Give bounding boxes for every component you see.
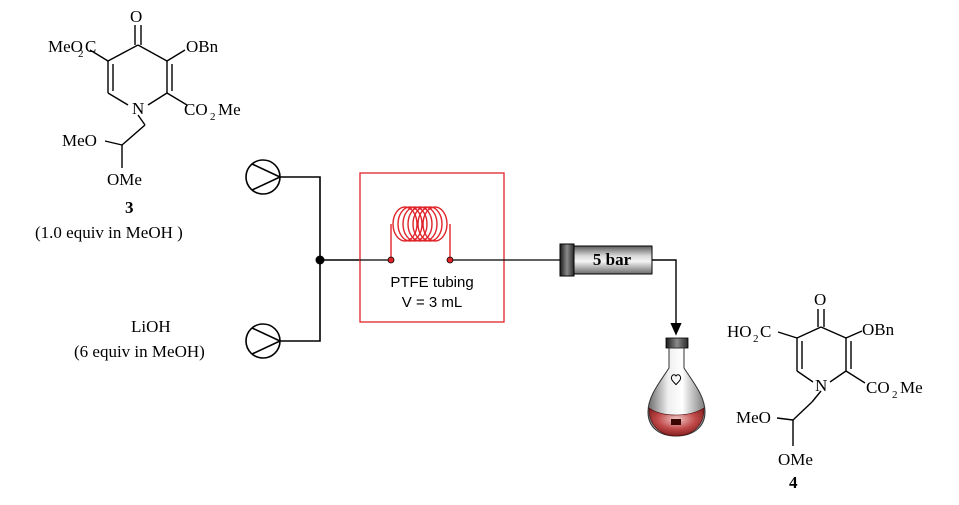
product-line-arrow — [652, 259, 682, 336]
bpr-label: 5 bar — [593, 250, 632, 269]
coil-inlet-dot — [387, 256, 395, 264]
coil-icon — [390, 206, 451, 258]
c3-nitrogen: N — [132, 99, 144, 118]
pump-1 — [245, 159, 282, 195]
compound-3-labels: O MeO 2 C OBn CO 2 Me N MeO OMe 3 (1.0 e… — [35, 7, 241, 242]
c3-right-ester-sub: 2 — [210, 111, 216, 123]
lioh-label: LiOH — [131, 317, 171, 336]
tubing-label: PTFE tubing — [390, 274, 473, 291]
compound-4-structure — [776, 309, 866, 446]
coil-outlet-dot — [446, 256, 454, 264]
c4-right-ester-sub: 2 — [892, 389, 898, 401]
t-mixer — [315, 255, 325, 265]
c3-obn: OBn — [186, 37, 219, 56]
reagent-labels: LiOH (6 equiv in MeOH) — [74, 317, 205, 361]
c3-ome: OMe — [107, 170, 142, 189]
c4-obn: OBn — [862, 320, 895, 339]
c3-right-ester-end: Me — [218, 100, 241, 119]
c4-left-acid: HO — [727, 322, 752, 341]
c4-right-ester-end: Me — [900, 378, 923, 397]
reactor-box — [359, 172, 505, 323]
c3-left-ester-end: C — [85, 37, 96, 56]
c3-equiv: (1.0 equiv in MeOH ) — [35, 223, 183, 242]
c3-meo: MeO — [62, 131, 97, 150]
c4-left-acid-end: C — [760, 322, 771, 341]
compound-4-labels: O HO 2 C OBn CO 2 Me N MeO OMe 4 — [727, 290, 923, 492]
compound-3-structure — [89, 25, 188, 168]
c3-right-ester: CO — [184, 100, 208, 119]
pump-2 — [245, 323, 282, 359]
c4-nitrogen: N — [815, 376, 827, 395]
c4-ome: OMe — [778, 450, 813, 469]
volume-label: V = 3 mL — [402, 294, 462, 311]
c3-carbonyl-o: O — [130, 7, 142, 26]
lioh-equiv: (6 equiv in MeOH) — [74, 342, 205, 361]
bpr-device — [559, 243, 653, 277]
c4-carbonyl-o: O — [814, 290, 826, 309]
c3-left-ester: MeO — [48, 37, 83, 56]
c4-number: 4 — [789, 473, 798, 492]
c3-left-ester-sub: 2 — [78, 48, 84, 60]
c4-left-acid-sub: 2 — [753, 333, 759, 345]
collection-flask — [647, 337, 706, 437]
c3-number: 3 — [125, 198, 134, 217]
c4-meo: MeO — [736, 408, 771, 427]
reactor-labels: PTFE tubing V = 3 mL — [390, 274, 473, 311]
c4-right-ester: CO — [866, 378, 890, 397]
